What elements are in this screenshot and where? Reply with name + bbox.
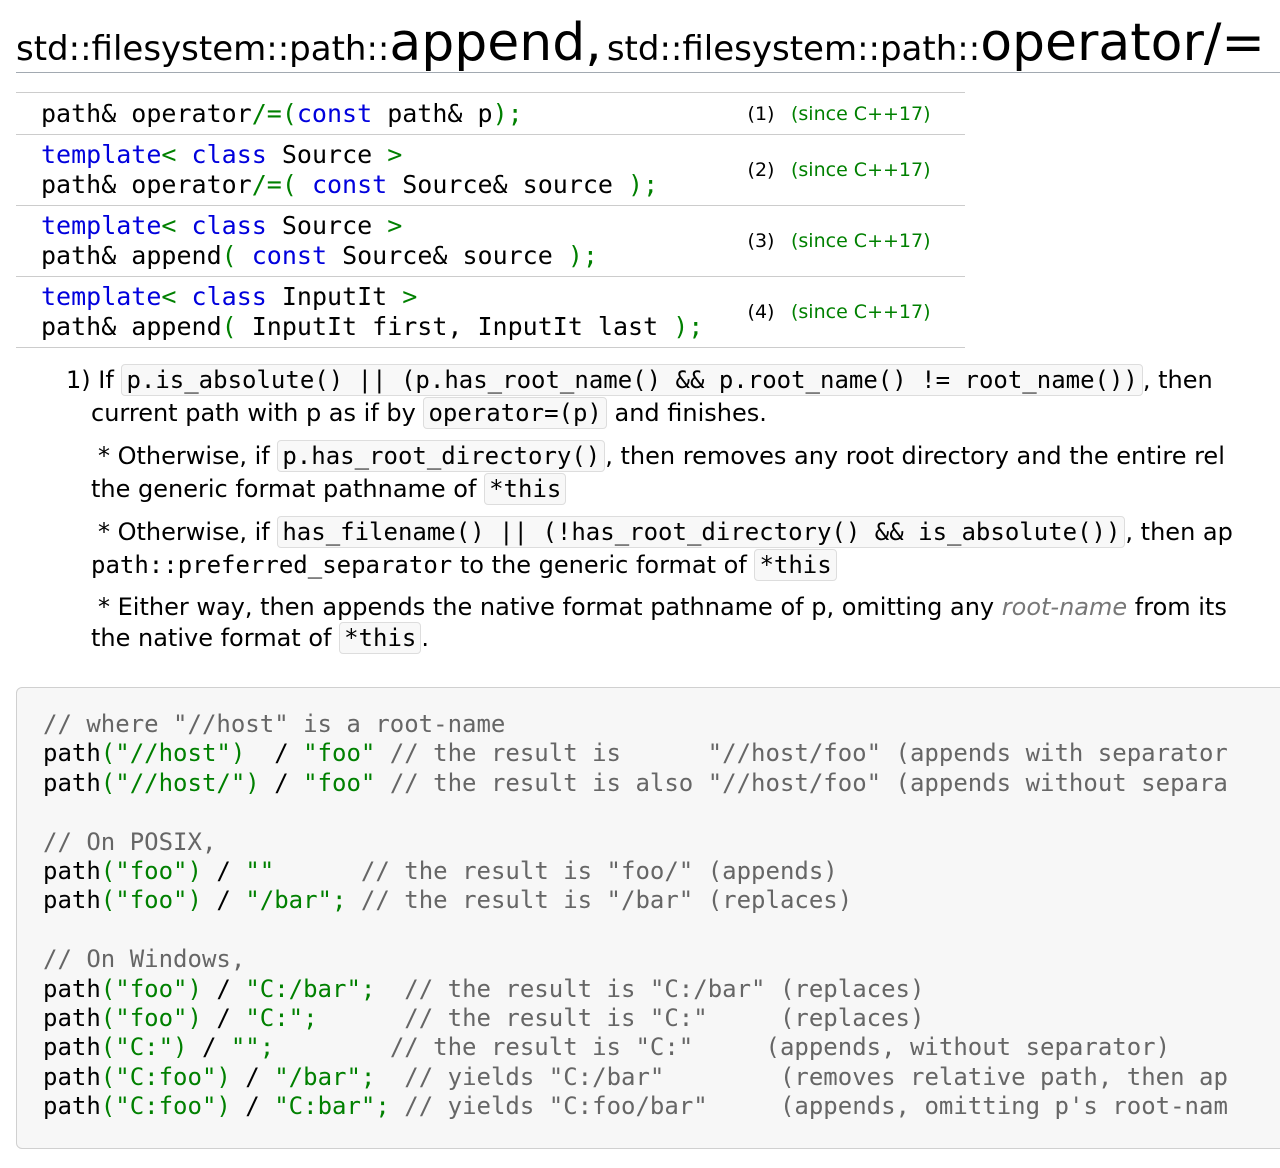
desc-text: , then — [1142, 366, 1213, 394]
desc-para-3-cont: path::preferred_separator to the generic… — [91, 549, 837, 582]
declaration-since: (since C++17) — [791, 230, 931, 252]
desc-text: to the generic format of — [459, 551, 747, 579]
title-name-2: operator/= — [980, 13, 1265, 73]
declaration-number: (4) — [747, 301, 775, 323]
desc-text: current path with p as if by — [91, 399, 416, 427]
example-code-box: // where "//host" is a root-name path("/… — [16, 687, 1280, 1149]
desc-text: * Either way, then appends the native fo… — [98, 593, 995, 621]
desc-para-4: * Either way, then appends the native fo… — [98, 591, 1227, 624]
declaration-code: template< class Source > path& append( c… — [41, 211, 598, 270]
desc-text: from its — [1134, 593, 1227, 621]
code-comment: // the result is also "//host/foo" (appe… — [389, 768, 1228, 797]
code-comment: // yields "C:/bar" (removes relative pat… — [404, 1062, 1228, 1091]
title-name-1: append, — [389, 13, 602, 73]
desc-para-2-cont: the generic format pathname of *this — [91, 473, 567, 506]
desc-para-1: 1) If p.is_absolute() || (p.has_root_nam… — [66, 364, 1213, 397]
example-code: // where "//host" is a root-name path("/… — [43, 710, 1228, 1121]
declaration-row: path& operator/=(const path& p); (1) (si… — [16, 92, 965, 134]
page-title: std::filesystem::path::append, std::file… — [16, 8, 1265, 90]
desc-text: * Otherwise, if — [98, 518, 270, 546]
code-snippet: has_filename() || (!has_root_directory()… — [277, 516, 1126, 548]
code-comment: // the result is "/bar" (replaces) — [360, 886, 853, 915]
declaration-since: (since C++17) — [791, 159, 931, 181]
desc-text: and finishes. — [614, 399, 767, 427]
code-snippet: *this — [339, 622, 422, 654]
code-snippet: operator=(p) — [423, 397, 607, 429]
declaration-code: template< class InputIt > path& append( … — [41, 282, 704, 341]
desc-text: , then ap — [1125, 518, 1233, 546]
declaration-row: template< class InputIt > path& append( … — [16, 276, 965, 348]
code-comment: // On Windows, — [43, 945, 246, 974]
declaration-row: template< class Source > path& operator/… — [16, 134, 965, 205]
desc-text: . — [421, 624, 429, 652]
root-name-term: root-name — [1001, 593, 1128, 621]
code-snippet: *this — [484, 473, 567, 505]
declaration-since: (since C++17) — [791, 301, 931, 323]
desc-text: 1) If — [66, 366, 114, 394]
desc-para-2: * Otherwise, if p.has_root_directory(), … — [98, 440, 1225, 473]
desc-para-3: * Otherwise, if has_filename() || (!has_… — [98, 516, 1233, 549]
code-comment: // the result is "C:" (replaces) — [404, 1004, 925, 1033]
desc-text: * Otherwise, if — [98, 442, 270, 470]
code-snippet: *this — [754, 549, 837, 581]
code-comment: // the result is "C:" (appends, without … — [389, 1033, 1171, 1062]
desc-para-1-cont: current path with p as if by operator=(p… — [91, 397, 767, 430]
declaration-number: (1) — [747, 102, 775, 125]
desc-text: the generic format pathname of — [91, 475, 477, 503]
code-comment: // where "//host" is a root-name — [43, 710, 506, 738]
declaration-since: (since C++17) — [791, 102, 931, 125]
title-prefix-1: std::filesystem::path:: — [16, 29, 390, 69]
code-snippet: path::preferred_separator — [91, 551, 453, 579]
declaration-number: (3) — [747, 230, 775, 252]
desc-para-4-cont: the native format of *this. — [91, 622, 429, 655]
code-snippet: p.has_root_directory() — [277, 440, 606, 472]
declaration-row: template< class Source > path& append( c… — [16, 205, 965, 276]
code-comment: // the result is "//host/foo" (appends w… — [389, 739, 1228, 768]
code-comment: // the result is "C:/bar" (replaces) — [404, 974, 925, 1003]
declaration-code: template< class Source > path& operator/… — [41, 140, 659, 199]
code-comment: // yields "C:foo/bar" (appends, omitting… — [404, 1092, 1228, 1121]
code-comment: // the result is "foo/" (appends) — [360, 857, 838, 886]
title-prefix-2: std::filesystem::path:: — [606, 29, 981, 69]
title-divider — [16, 72, 1280, 73]
declaration-number: (2) — [747, 159, 775, 181]
declaration-code: path& operator/=(const path& p); — [41, 98, 523, 128]
declarations-table: path& operator/=(const path& p); (1) (si… — [16, 92, 965, 348]
code-comment: // On POSIX, — [43, 827, 217, 856]
desc-text: , then removes any root directory and th… — [605, 442, 1225, 470]
code-snippet: p.is_absolute() || (p.has_root_name() &&… — [121, 364, 1143, 396]
desc-text: the native format of — [91, 624, 332, 652]
